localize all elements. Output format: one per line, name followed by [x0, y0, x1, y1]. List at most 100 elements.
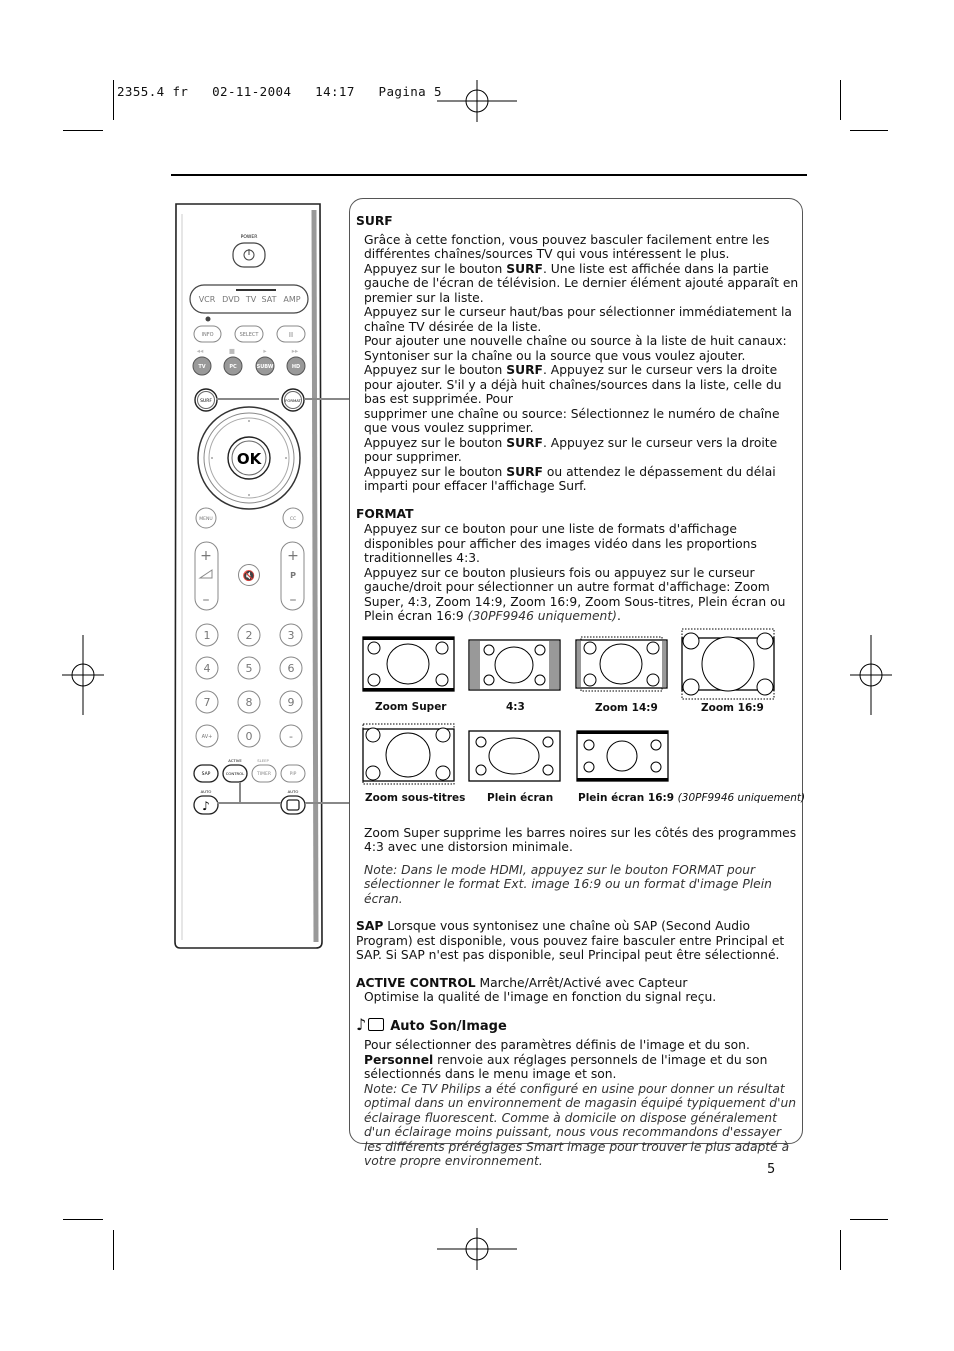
- digit-key: 2: [246, 629, 253, 642]
- av-key: AV+: [202, 734, 213, 740]
- registration-mark-icon: [437, 80, 517, 122]
- format-text: Appuyez sur ce bouton pour une liste de …: [364, 522, 757, 565]
- tv-mode: TV: [245, 295, 257, 304]
- format-key-label: FORMAT: [285, 398, 301, 403]
- sap-heading: SAP: [356, 919, 384, 933]
- amp-mode: AMP: [283, 295, 300, 304]
- digit-key: 1: [204, 629, 211, 642]
- crop-mark: [63, 1219, 103, 1220]
- digit-key: 9: [288, 696, 295, 709]
- svg-text:◂◂: ◂◂: [197, 347, 204, 355]
- picture-frame-icon: [368, 1017, 385, 1031]
- format-thumbnails: Zoom Super 4:3 Zoom 14:9 Zoom 16:9 Zoom …: [356, 628, 805, 816]
- zoom-14-9-thumbnail: [575, 636, 668, 691]
- tv-color-label: TV: [198, 364, 205, 370]
- surf-key-label: SURF: [200, 398, 212, 404]
- content-column: SURF Grâce à cette fonction, vous pouvez…: [356, 214, 805, 1169]
- top-rule: [171, 174, 807, 176]
- page-number: 5: [767, 1162, 776, 1177]
- leader-line: [217, 802, 281, 804]
- svg-text:–: –: [290, 592, 297, 608]
- zoom-14-9-caption: Zoom 14:9: [595, 701, 658, 714]
- zoom-super-thumbnail: [362, 635, 455, 692]
- surf-heading: SURF: [356, 214, 393, 228]
- zoom-16-9-caption: Zoom 16:9: [701, 701, 764, 714]
- pip-key-label: PIP: [290, 771, 297, 777]
- leader-line: [239, 782, 241, 802]
- active-control-text: Optimise la qualité de l'image en foncti…: [364, 990, 717, 1004]
- pc-color-label: PC: [229, 364, 237, 370]
- pause-label: II: [289, 331, 293, 339]
- control-key-label: CONTROL: [226, 771, 245, 776]
- svg-text:♪: ♪: [202, 799, 210, 813]
- sap-paragraph: SAP Lorsque vous syntonisez une chaîne o…: [356, 919, 785, 962]
- wide-screen-thumbnail: [468, 729, 561, 782]
- print-slug: 2355.4 fr 02-11-2004 14:17 Pagina 5: [117, 84, 442, 99]
- smart-picture-note: Note: Ce TV Philips a été configuré en u…: [364, 1081, 797, 1169]
- digit-key: 3: [288, 629, 295, 642]
- active-control-paragraph: ACTIVE CONTROL Marche/Arrêt/Activé avec …: [356, 975, 688, 990]
- auto-heading: ♪Auto Son/Image: [356, 1014, 507, 1034]
- leader-line: [304, 398, 349, 400]
- dvd-mode: DVD: [222, 295, 240, 304]
- crop-mark: [840, 1230, 841, 1270]
- zoom-super-description: Zoom Super supprime les barres noires su…: [364, 825, 797, 855]
- timer-key-label: TIMER: [256, 771, 271, 777]
- vcr-mode: VCR: [199, 295, 216, 304]
- digit-key: 4: [204, 662, 211, 675]
- music-note-icon: ♪: [356, 1014, 367, 1034]
- format-text: Appuyez sur ce bouton plusieurs fois ou …: [364, 565, 786, 624]
- surf-text: Appuyez sur le curseur haut/bas pour sél…: [364, 305, 792, 334]
- registration-mark-icon: [850, 635, 892, 715]
- remote-control-illustration: POWER VCR DVD TV SAT AMP INFO SELECT II …: [174, 203, 323, 949]
- zoom-super-caption: Zoom Super: [375, 700, 447, 713]
- hdmi-note: Note: Dans le mode HDMI, appuyez sur le …: [364, 862, 772, 906]
- zoom-subtitles-caption: Zoom sous-titres: [365, 791, 466, 804]
- digit-key: 0: [246, 730, 253, 743]
- crop-mark: [113, 80, 114, 120]
- surf-text: Appuyez sur le bouton SURF. Une liste es…: [364, 261, 799, 305]
- subw-color-label: SUBW: [257, 364, 274, 370]
- digit-key: 5: [246, 662, 253, 675]
- wide-screen-16-9-thumbnail: [576, 729, 669, 782]
- sleep-label: SLEEP: [257, 758, 269, 763]
- dash-key: -: [289, 730, 293, 743]
- svg-text:▸: ▸: [263, 347, 267, 355]
- surf-text: Appuyez sur le bouton SURF. Appuyez sur …: [364, 435, 778, 465]
- leader-line: [305, 802, 349, 804]
- format-heading: FORMAT: [356, 506, 414, 521]
- surf-text: Grâce à cette fonction, vous pouvez basc…: [364, 232, 770, 262]
- registration-mark-icon: [437, 1228, 517, 1270]
- surf-text: Appuyez sur le bouton SURF. Appuyez sur …: [364, 363, 782, 406]
- info-label: INFO: [201, 332, 213, 338]
- zoom-16-9-thumbnail: [681, 628, 775, 699]
- surf-text: supprimer une chaîne ou source: Sélectio…: [364, 406, 780, 436]
- surf-text: Pour ajouter une nouvelle chaîne ou sour…: [364, 334, 787, 363]
- ok-key-label: OK: [237, 450, 263, 468]
- crop-mark: [63, 130, 103, 131]
- wide-screen-16-9-caption: Plein écran 16:9 (30PF9946 uniquement): [578, 791, 806, 804]
- power-button: [232, 242, 266, 268]
- auto-text: Personnel renvoie aux réglages personnel…: [364, 1052, 768, 1082]
- hd-color-label: HD: [292, 364, 300, 370]
- cc-key-label: CC: [290, 516, 296, 522]
- content-box: [349, 198, 803, 1144]
- digit-key: 6: [288, 662, 295, 675]
- svg-text:+: +: [287, 548, 299, 564]
- svg-text:–: –: [203, 592, 210, 608]
- crop-mark: [850, 130, 888, 131]
- svg-text:+: +: [200, 548, 212, 564]
- svg-text:▸▸: ▸▸: [292, 347, 299, 355]
- crop-mark: [113, 1230, 114, 1270]
- auto-label: AUTO: [288, 789, 299, 794]
- wide-screen-caption: Plein écran: [487, 791, 554, 804]
- menu-key-label: MENU: [199, 516, 212, 522]
- zoom-subtitles-thumbnail: [362, 723, 455, 784]
- svg-text:🔇: 🔇: [243, 569, 255, 582]
- zoom-4-3-thumbnail: [468, 638, 561, 691]
- digit-key: 8: [246, 696, 253, 709]
- auto-text: Pour sélectionner des paramètres définis…: [364, 1038, 750, 1052]
- select-label: SELECT: [240, 332, 260, 338]
- active-label: ACTIVE: [228, 758, 242, 763]
- p-key-label: P: [290, 571, 296, 580]
